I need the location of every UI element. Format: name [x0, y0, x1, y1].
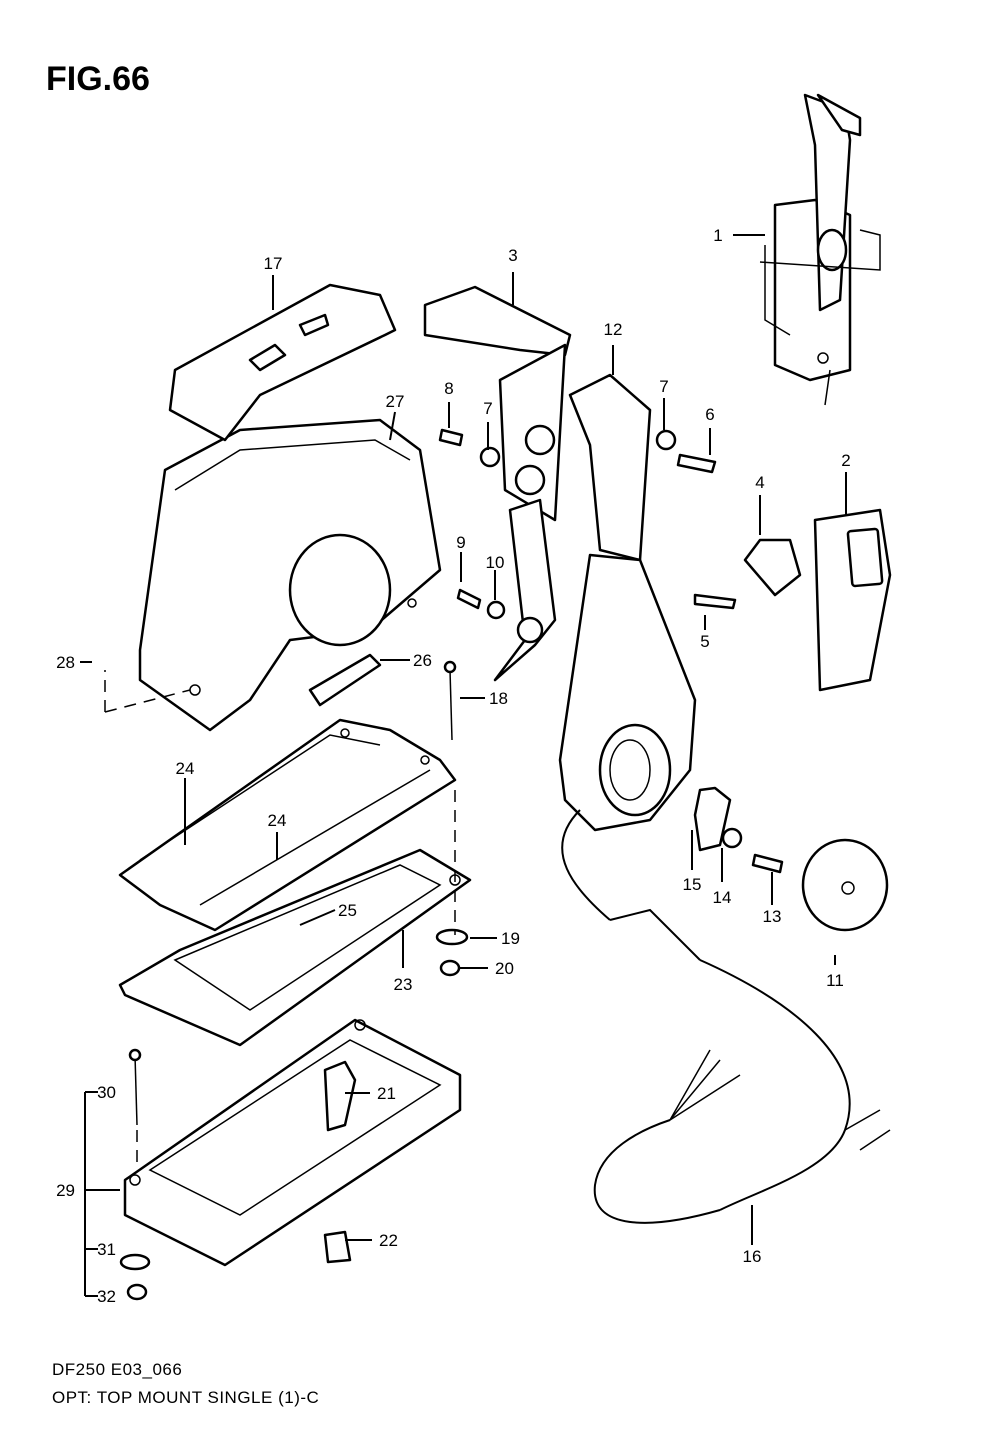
- part-32-nut: [126, 1283, 148, 1301]
- callout-15: 15: [683, 875, 702, 894]
- part-6-screw: [676, 453, 717, 474]
- part-3-lever-arm: [423, 285, 572, 682]
- callout-25: 25: [338, 901, 357, 920]
- part-24-plates: [118, 718, 457, 932]
- callout-18: 18: [489, 689, 508, 708]
- callout-4: 4: [755, 473, 764, 492]
- part-23-gasket: [118, 848, 472, 1047]
- part-9-screw: [456, 588, 482, 610]
- part-18-screw: [449, 669, 453, 741]
- callout-29: 29: [56, 1181, 75, 1200]
- callout-32: 32: [97, 1287, 116, 1306]
- callout-24b: 24: [268, 811, 287, 830]
- callout-16: 16: [743, 1247, 762, 1266]
- part-15-plate: [693, 786, 732, 852]
- callout-22: 22: [379, 1231, 398, 1250]
- callout-3: 3: [508, 246, 517, 265]
- part-22-clip: [323, 1230, 352, 1264]
- part-5-screw: [693, 593, 737, 610]
- part-8-screw: [438, 428, 464, 447]
- figure-code: DF250 E03_066: [52, 1360, 183, 1379]
- part-13-screw: [751, 853, 784, 874]
- callout-17: 17: [264, 254, 283, 273]
- callout-19: 19: [501, 929, 520, 948]
- part-14-washer: [721, 827, 743, 849]
- callout-2: 2: [841, 451, 850, 470]
- callout-6: 6: [705, 405, 714, 424]
- callout-14: 14: [713, 888, 732, 907]
- callout-21: 21: [377, 1084, 396, 1103]
- callout-10: 10: [486, 553, 505, 572]
- callout-30: 30: [97, 1083, 116, 1102]
- figure-title: FIG.66: [46, 60, 150, 98]
- part-1-control-box: [759, 93, 881, 406]
- callout-28: 28: [56, 653, 75, 672]
- part-27-housing: [138, 418, 442, 732]
- callout-13: 13: [763, 907, 782, 926]
- part-12-control-arm: [558, 373, 697, 832]
- part-7-washer-b: [655, 429, 677, 451]
- part-4-bracket: [743, 538, 802, 597]
- figure-caption: OPT: TOP MOUNT SINGLE (1)-C: [52, 1388, 320, 1407]
- callout-23: 23: [394, 975, 413, 994]
- part-2-grip-cover: [813, 508, 892, 692]
- part-10-washer: [486, 600, 506, 620]
- part-31-washer: [119, 1253, 151, 1271]
- part-29-base: [123, 1018, 462, 1267]
- callout-labels: 1 2 3 4 5 6 7 7 8 9 10 11 12 13 14 15 16…: [56, 226, 851, 1306]
- part-19-washer: [435, 928, 469, 946]
- callout-26: 26: [413, 651, 432, 670]
- part-30-screw: [134, 1054, 138, 1126]
- part-7-washer-a: [479, 446, 501, 468]
- callout-9: 9: [456, 533, 465, 552]
- part-16-wire-harness: [561, 809, 891, 1224]
- part-21-clip: [323, 1060, 357, 1132]
- callout-20: 20: [495, 959, 514, 978]
- part-17-top-cover: [168, 283, 397, 442]
- callout-11: 11: [826, 971, 844, 990]
- callout-8: 8: [444, 379, 453, 398]
- callout-5: 5: [700, 632, 709, 651]
- callout-27: 27: [386, 392, 405, 411]
- callout-7a: 7: [483, 399, 492, 418]
- part-26-bracket: [308, 653, 382, 707]
- part-20-nut: [439, 959, 461, 977]
- callout-24a: 24: [176, 759, 195, 778]
- callout-1: 1: [713, 226, 722, 245]
- part-11-knob: [801, 838, 889, 932]
- callout-12: 12: [604, 320, 623, 339]
- callout-7b: 7: [659, 377, 668, 396]
- callout-31: 31: [97, 1240, 116, 1259]
